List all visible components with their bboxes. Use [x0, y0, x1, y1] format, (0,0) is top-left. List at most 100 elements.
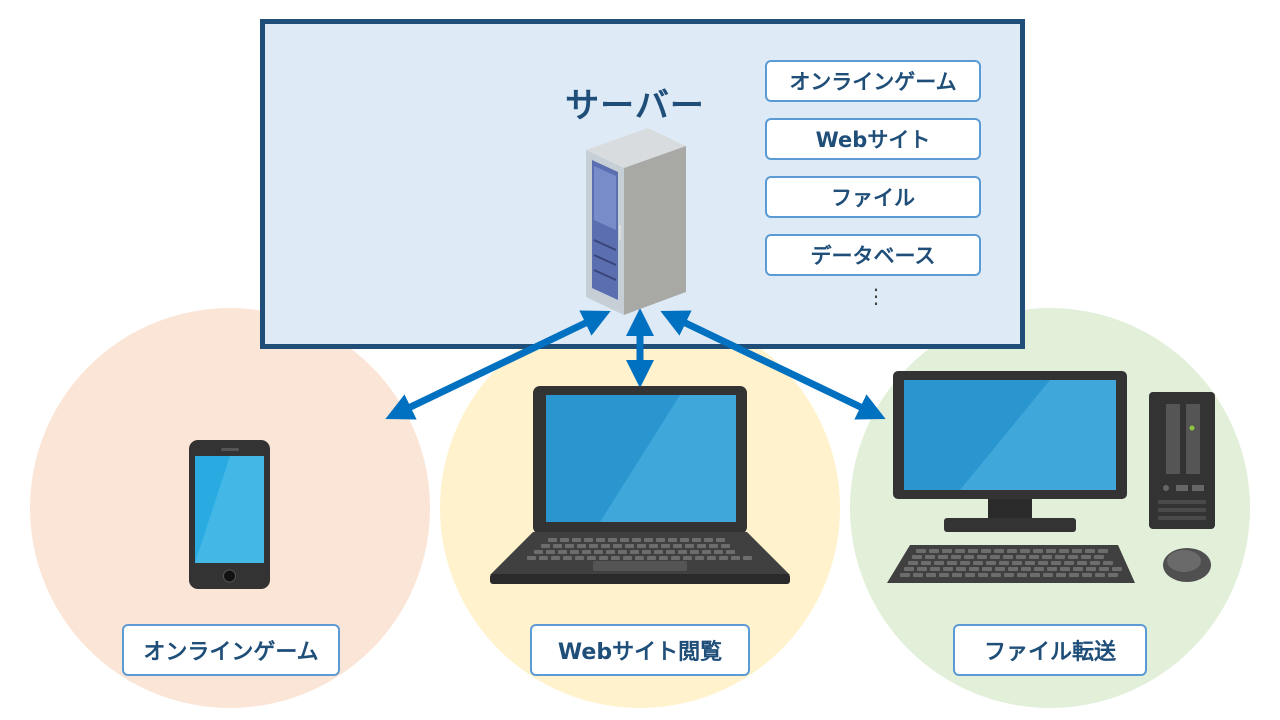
keyboard-key — [721, 544, 730, 548]
keyboard-key — [921, 561, 931, 565]
desktop-pc-icon — [887, 371, 1215, 583]
keyboard-key — [969, 567, 979, 571]
keyboard-key — [1060, 567, 1070, 571]
keyboard-key — [704, 538, 713, 542]
client-label-file-transfer: ファイル転送 — [953, 624, 1147, 676]
keyboard-key — [647, 556, 656, 560]
keyboard-key — [661, 544, 670, 548]
keyboard-key — [926, 573, 936, 577]
keyboard-key — [1055, 555, 1065, 559]
keyboard-key — [666, 550, 675, 554]
keyboard-key — [978, 573, 988, 577]
keyboard-key — [1077, 561, 1087, 565]
keyboard-key — [1012, 561, 1022, 565]
keyboard-key — [1025, 561, 1035, 565]
keyboard-key — [546, 550, 555, 554]
keyboard-key — [1064, 561, 1074, 565]
smartphone-icon — [189, 440, 270, 589]
service-online-game: オンラインゲーム — [765, 60, 981, 102]
keyboard-key — [1103, 561, 1113, 565]
keyboard-key — [1043, 573, 1053, 577]
keyboard-key — [1086, 567, 1096, 571]
keyboard-key — [565, 544, 574, 548]
keyboard-key — [560, 538, 569, 542]
keyboard-key — [726, 550, 735, 554]
keyboard-key — [1108, 573, 1118, 577]
keyboard-key — [683, 556, 692, 560]
keyboard-key — [1033, 549, 1043, 553]
laptop-icon — [490, 386, 790, 584]
keyboard-key — [716, 538, 725, 542]
keyboard-key — [951, 555, 961, 559]
keyboard-key — [635, 556, 644, 560]
keyboard-key — [570, 550, 579, 554]
keyboard-key — [587, 556, 596, 560]
keyboard-key — [534, 550, 543, 554]
keyboard-key — [1034, 567, 1044, 571]
keyboard-key — [596, 538, 605, 542]
keyboard-key — [956, 567, 966, 571]
keyboard-key — [960, 561, 970, 565]
keyboard-key — [548, 538, 557, 542]
keyboard-key — [618, 550, 627, 554]
keyboard-key — [1085, 549, 1095, 553]
keyboard-key — [541, 544, 550, 548]
keyboard-key — [654, 550, 663, 554]
keyboard-key — [630, 550, 639, 554]
keyboard-key — [999, 561, 1009, 565]
keyboard-key — [673, 544, 682, 548]
keyboard-key — [743, 556, 752, 560]
keyboard-key — [558, 550, 567, 554]
keyboard-key — [702, 550, 711, 554]
service-website: Webサイト — [765, 118, 981, 160]
keyboard-key — [934, 561, 944, 565]
service-file: ファイル — [765, 176, 981, 218]
keyboard-key — [955, 549, 965, 553]
keyboard-key — [1056, 573, 1066, 577]
keyboard-key — [575, 556, 584, 560]
keyboard-key — [1081, 555, 1091, 559]
keyboard-key — [656, 538, 665, 542]
keyboard-key — [625, 544, 634, 548]
keyboard-key — [709, 544, 718, 548]
keyboard-key — [1020, 549, 1030, 553]
keyboard-key — [678, 550, 687, 554]
keyboard-key — [731, 556, 740, 560]
keyboard-key — [632, 538, 641, 542]
keyboard-key — [990, 555, 1000, 559]
keyboard-key — [973, 561, 983, 565]
keyboard-key — [690, 550, 699, 554]
keyboard-key — [925, 555, 935, 559]
keyboard-key — [1051, 561, 1061, 565]
keyboard-key — [1068, 555, 1078, 559]
keyboard-key — [964, 555, 974, 559]
keyboard-key — [577, 544, 586, 548]
keyboard-key — [1073, 567, 1083, 571]
keyboard-key — [599, 556, 608, 560]
keyboard-key — [611, 556, 620, 560]
arrow-server-desktop — [660, 310, 886, 420]
keyboard-key — [1059, 549, 1069, 553]
keyboard-key — [947, 561, 957, 565]
keyboard-key — [943, 567, 953, 571]
keyboard-key — [1047, 567, 1057, 571]
keyboard-key — [1095, 573, 1105, 577]
keyboard-key — [995, 567, 1005, 571]
keyboard-key — [1046, 549, 1056, 553]
keyboard-key — [551, 556, 560, 560]
keyboard-key — [644, 538, 653, 542]
keyboard-key — [981, 549, 991, 553]
keyboard-key — [719, 556, 728, 560]
keyboard-key — [1112, 567, 1122, 571]
keyboard-key — [929, 549, 939, 553]
keyboard-key — [668, 538, 677, 542]
keyboard-key — [1017, 573, 1027, 577]
keyboard-key — [601, 544, 610, 548]
keyboard-key — [1007, 549, 1017, 553]
keyboard-key — [584, 538, 593, 542]
keyboard-key — [904, 567, 914, 571]
keyboard-key — [594, 550, 603, 554]
keyboard-key — [649, 544, 658, 548]
server-rack-icon — [586, 128, 686, 315]
keyboard-key — [908, 561, 918, 565]
